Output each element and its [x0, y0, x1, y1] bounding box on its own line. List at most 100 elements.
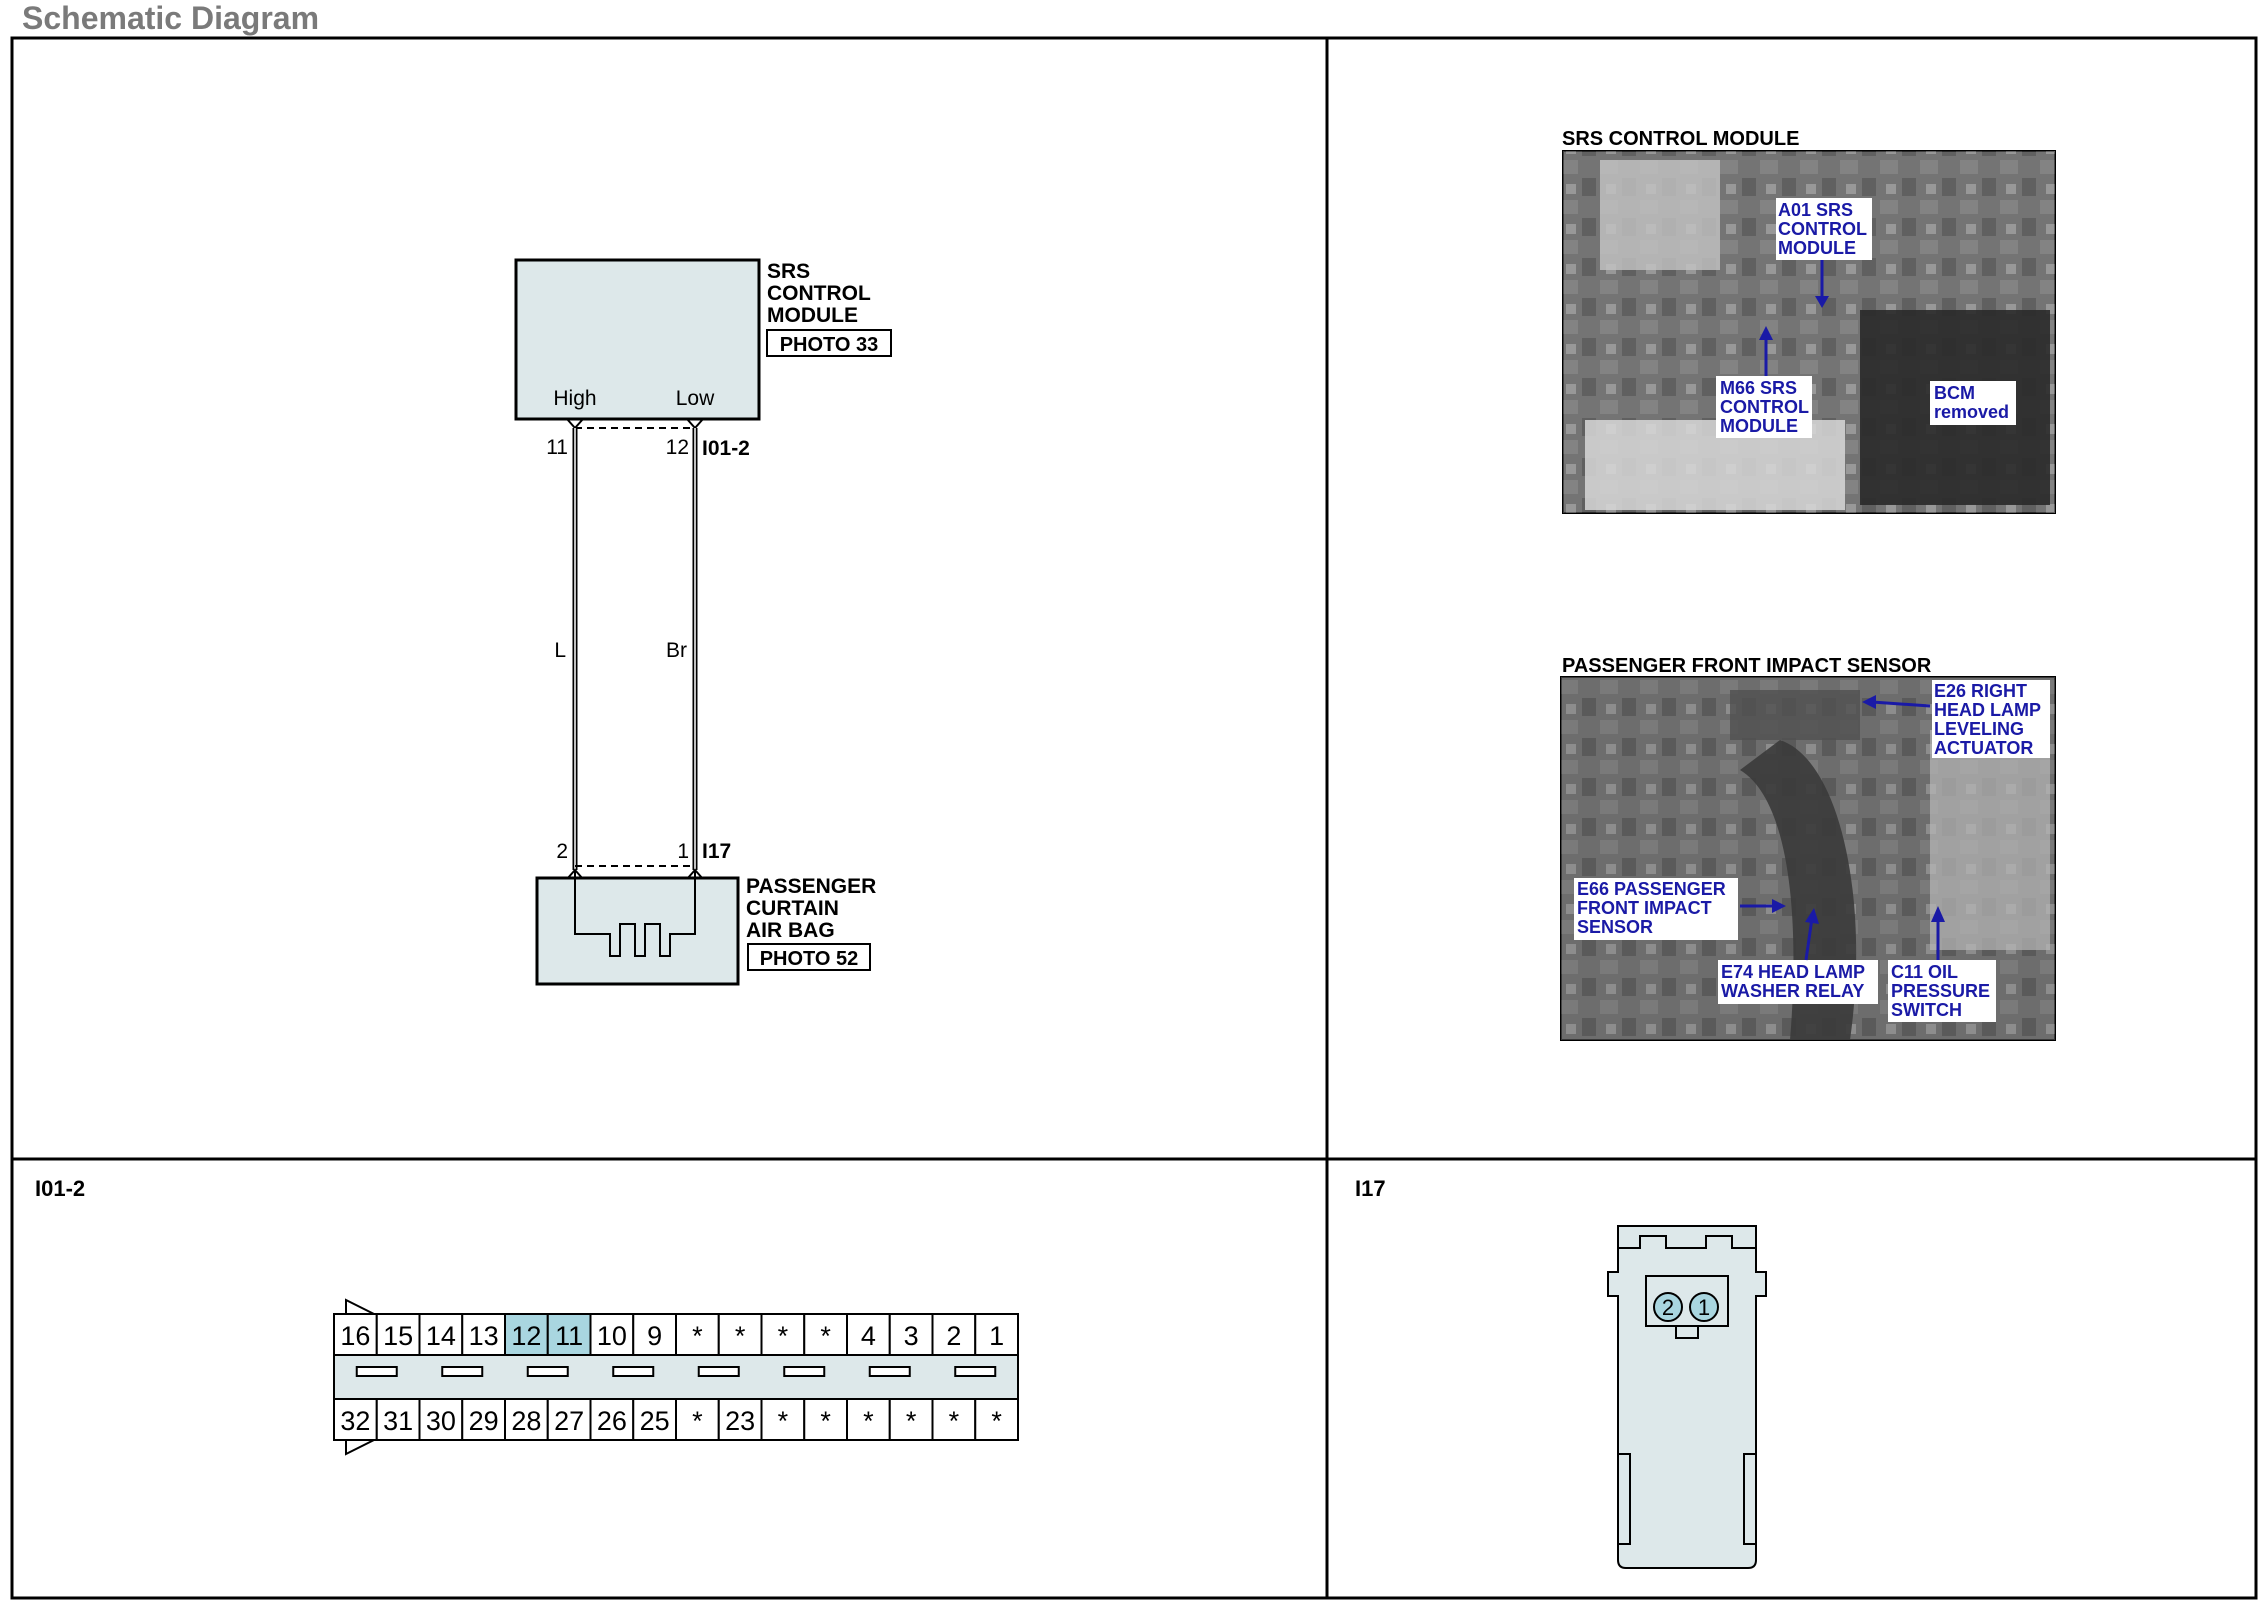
- callout-e66-line3: SENSOR: [1577, 917, 1653, 937]
- callout-bcm-line2: removed: [1934, 402, 2009, 422]
- connector-i17-label: I17: [702, 840, 731, 863]
- connector-i17-body: [1607, 1225, 1767, 1569]
- i01-2-top-cell: [632, 1313, 677, 1356]
- i01-2-top-pin-label: *: [692, 1321, 703, 1351]
- connector-i17-pins: 2 1 I17: [556, 840, 731, 880]
- i01-2-top-cell: [846, 1313, 891, 1356]
- callout-e66-bg: [1574, 878, 1738, 940]
- callout-c11-line1: C11 OIL: [1891, 962, 1958, 982]
- i01-2-top-pin-label: 12: [511, 1321, 541, 1351]
- photo-52-box: [747, 943, 871, 971]
- connector-i17-pin-1-label: 1: [1698, 1295, 1710, 1320]
- i01-2-bottom-pin-label: *: [991, 1406, 1002, 1436]
- i01-2-latch-slot: [783, 1366, 826, 1377]
- i01-2-top-pin-label: 14: [426, 1321, 456, 1351]
- callout-m66-line1: M66 SRS: [1720, 378, 1797, 398]
- connector-i01-2-label: I01-2: [702, 437, 750, 460]
- srs-module-name-1: SRS: [767, 260, 810, 283]
- i01-2-bottom-pin-label: 27: [554, 1406, 584, 1436]
- page-title: Schematic Diagram: [22, 0, 320, 36]
- callout-e66-arrowhead: [1772, 899, 1786, 913]
- i01-2-top-pin-label: 10: [597, 1321, 627, 1351]
- callout-e26-line3: LEVELING: [1934, 719, 2024, 739]
- i01-2-bottom-pin-label: 29: [469, 1406, 499, 1436]
- i01-2-bottom-pin-label: 26: [597, 1406, 627, 1436]
- i01-2-bottom-pin-label: *: [863, 1406, 874, 1436]
- i01-2-top-pin-label: 11: [555, 1321, 583, 1351]
- callout-e66-line1: E66 PASSENGER: [1577, 879, 1726, 899]
- callout-a01-line2: CONTROL: [1778, 219, 1867, 239]
- pin-1-label: 1: [677, 840, 689, 863]
- callout-e66-line2: FRONT IMPACT: [1577, 898, 1712, 918]
- connector-i17-pin-1: [1689, 1292, 1719, 1322]
- i01-2-latch-slot: [355, 1366, 398, 1377]
- i01-2-top-pin-label: *: [778, 1321, 789, 1351]
- callout-a01-line3: MODULE: [1778, 238, 1856, 258]
- i01-2-bottom-pin-label: 23: [725, 1406, 755, 1436]
- connector-i01-2-latch-top: [345, 1298, 375, 1315]
- i01-2-top-pin-label: 9: [647, 1321, 662, 1351]
- i01-2-top-pin-label: *: [820, 1321, 831, 1351]
- airbag-name-1: PASSENGER: [746, 875, 876, 898]
- i01-2-bottom-cell: [846, 1398, 891, 1441]
- i01-2-latch-slot: [612, 1366, 655, 1377]
- i01-2-bottom-pin-label: *: [692, 1406, 703, 1436]
- i01-2-top-cell: [931, 1313, 977, 1356]
- callout-m66-line2: CONTROL: [1720, 397, 1809, 417]
- i01-2-bottom-cell: [974, 1398, 1019, 1441]
- callout-e74-arrowhead: [1805, 908, 1819, 924]
- i01-2-bottom-cell: [888, 1398, 934, 1441]
- airbag-name-2: CURTAIN: [746, 897, 839, 920]
- connector-i17-title: I17: [1355, 1176, 1386, 1201]
- callout-a01-bg: [1776, 198, 1872, 260]
- i01-2-bottom-pin-label: 32: [340, 1406, 370, 1436]
- photo-33-box: [766, 329, 892, 357]
- i01-2-bottom-cell: [931, 1398, 977, 1441]
- airbag-name-3: AIR BAG: [746, 919, 835, 942]
- callout-a01-line1: A01 SRS: [1778, 200, 1853, 220]
- callout-m66-bg: [1716, 376, 1812, 438]
- i01-2-top-pin-label: 16: [340, 1321, 370, 1351]
- connector-i01-2-slots: [355, 1366, 997, 1377]
- i01-2-top-pin-label: 3: [904, 1321, 919, 1351]
- i01-2-bottom-pin-label: *: [949, 1406, 960, 1436]
- airbag-squib-symbol: [574, 870, 696, 957]
- i01-2-top-cell: [717, 1313, 763, 1356]
- i01-2-latch-slot: [697, 1366, 740, 1377]
- i01-2-latch-slot: [954, 1366, 997, 1377]
- photo-srs-bracket: [1600, 160, 1720, 270]
- callout-e26-bg: [1932, 680, 2050, 758]
- i01-2-top-cell: [418, 1313, 464, 1356]
- callout-e74-line2: WASHER RELAY: [1721, 981, 1864, 1001]
- i01-2-bottom-pin-label: *: [778, 1406, 789, 1436]
- i01-2-top-pin-label: 2: [946, 1321, 961, 1351]
- photo-srs-control-module: SRS CONTROL MODULE A01 SRS CONTROL MODUL…: [1562, 128, 2056, 514]
- i01-2-bottom-cell: [803, 1398, 848, 1441]
- srs-module-box: [514, 258, 761, 421]
- i01-2-bottom-pin-label: 28: [511, 1406, 541, 1436]
- i01-2-top-pin-label: *: [735, 1321, 746, 1351]
- callout-c11-arrowhead: [1931, 906, 1945, 922]
- i01-2-bottom-pin-label: 30: [426, 1406, 456, 1436]
- pin-2-label: 2: [556, 840, 568, 863]
- connector-i17-face: I17 2 1: [1355, 1176, 1767, 1569]
- terminal-low-label: Low: [676, 387, 715, 410]
- i01-2-top-cell: [675, 1313, 720, 1356]
- photo-33-label: PHOTO 33: [780, 334, 879, 356]
- callout-m66-arrowhead: [1759, 326, 1773, 340]
- connector-i17-rail-left: [1617, 1453, 1631, 1545]
- connector-i17-rail-right: [1743, 1453, 1757, 1545]
- i01-2-top-pin-label: 13: [469, 1321, 499, 1351]
- connector-i17-pin-2: [1653, 1292, 1683, 1322]
- airbag-box: [535, 876, 740, 986]
- i01-2-top-cell: [803, 1313, 848, 1356]
- srs-control-module-block: High Low SRS CONTROL MODULE PHOTO 33: [514, 258, 892, 421]
- i01-2-top-cell: [546, 1313, 592, 1356]
- i01-2-latch-slot: [868, 1366, 911, 1377]
- connector-i17-pin-2-label: 2: [1662, 1295, 1674, 1320]
- callout-e26-line2: HEAD LAMP: [1934, 700, 2041, 720]
